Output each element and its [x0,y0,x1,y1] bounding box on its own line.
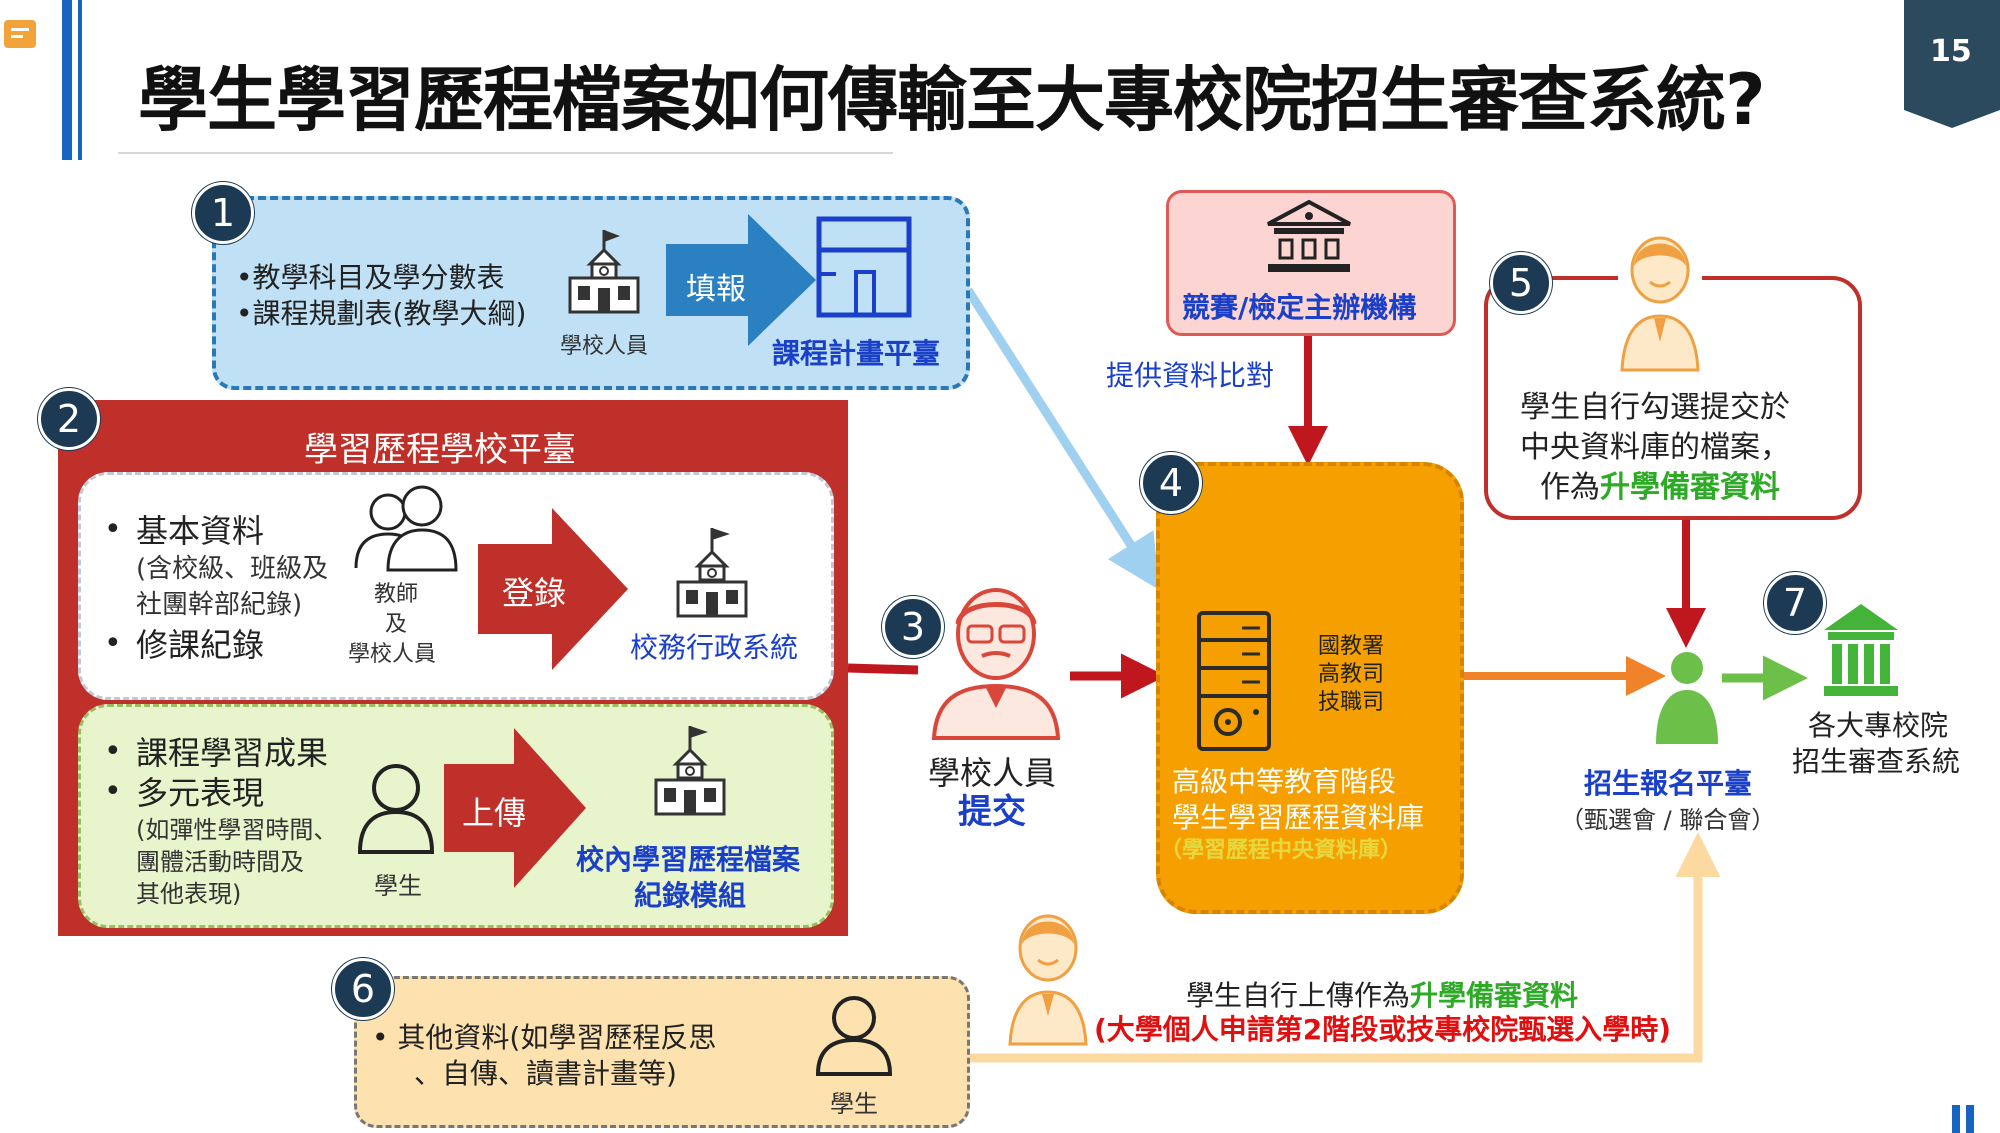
step5-highlight: 升學備審資料 [1600,470,1780,505]
lower-target: 紀錄模組 [634,879,747,912]
upper-item: 修課紀錄 [136,626,265,664]
lower-action: 上傳 [462,794,527,832]
lower-item: 課程學習成果 [136,734,329,772]
upper-item-detail: 社團幹部紀錄) [136,590,303,620]
step3-action: 提交 [958,792,1026,832]
platform-window-icon [816,216,912,318]
corner-bar [1952,1105,1960,1133]
applicant-icon [1656,652,1718,744]
fill-arrow [666,214,816,346]
database-name: 學生學習歷程資料庫 [1172,801,1425,834]
upper-actor: 及 [385,612,408,637]
step3-actor: 學校人員 [928,754,1057,792]
university-icon [1824,604,1898,696]
database-subname: （學習歷程中央資料庫） [1160,838,1403,863]
title-underline [118,152,893,154]
step1-target: 課程計畫平臺 [772,337,941,370]
lower-item-detail: 其他表現) [136,880,242,908]
title-accent-bar [62,0,72,160]
upper-actor: 教師 [374,582,419,607]
agency: 技職司 [1318,690,1385,715]
student-avatar-icon [1618,232,1702,372]
step6-highlight: 升學備審資料 [1410,979,1579,1012]
agency: 國教署 [1318,634,1385,659]
title-accent-bar-thin [78,0,82,160]
school-icon [676,528,748,618]
step5-line: 作為升學備審資料 [1540,470,1780,505]
school-icon [568,230,640,314]
university-name: 招生審查系統 [1792,745,1961,778]
database-name: 高級中等教育階段 [1172,765,1397,798]
step6-item: • 其他資料(如學習歷程反思 [372,1021,717,1054]
page-title: 學生學習歷程檔案如何傳輸至大專校院招生審查系統? [138,59,1766,141]
bullet: • [104,734,122,769]
step5-line: 中央資料庫的檔案， [1520,430,1790,465]
corner-bar [1966,1105,1974,1133]
upload-arrow [444,728,586,888]
notes-icon[interactable] [4,20,36,48]
teachers-icon [354,485,458,572]
step1-box [212,196,970,390]
competition-label: 提供資料比對 [1106,359,1275,392]
lower-actor: 學生 [374,872,422,900]
step4-badge: 4 [1140,452,1202,514]
central-database-box [1156,462,1464,914]
step1-item: •教學科目及學分數表 [236,261,505,294]
step3-badge: 3 [882,596,944,658]
platform-sub: （甄選會 / 聯合會） [1560,806,1776,834]
step5-badge: 5 [1490,252,1552,314]
register-arrow [478,508,628,670]
step6-actor: 學生 [830,1090,878,1118]
upper-target: 校務行政系統 [630,631,799,664]
student-icon [357,764,435,854]
bullet: • [104,512,122,547]
step1-actor: 學校人員 [560,334,649,359]
staff-person-icon [931,588,1061,740]
step1-action: 填報 [686,272,746,307]
step7-badge: 7 [1764,572,1826,634]
bullet: • [104,774,122,809]
step6-condition: (大學個人申請第2階段或技專校院甄選入學時) [1094,1013,1672,1046]
lower-item: 多元表現 [136,774,265,812]
platform-name: 招生報名平臺 [1584,767,1753,800]
lower-item-detail: 團體活動時間及 [136,848,304,876]
step6-upload-text: 學生自行上傳作為升學備審資料 [1186,979,1579,1012]
agency: 高教司 [1318,662,1385,687]
upper-action: 登錄 [502,574,567,612]
step5-line: 學生自行勾選提交於 [1520,390,1790,425]
institution-icon [1267,199,1351,272]
lower-item-detail: (如彈性學習時間、 [136,816,338,844]
step1-item: •課程規劃表(教學大綱) [236,297,527,330]
upper-item-detail: (含校級、班級及 [136,554,329,584]
step6-item: 、自傳、讀書計畫等) [414,1057,677,1090]
competition-name: 競賽/檢定主辦機構 [1182,291,1417,324]
step2-header: 學習歷程學校平臺 [304,430,576,470]
step1-badge: 1 [192,182,254,244]
bullet: • [104,626,122,661]
upper-item: 基本資料 [136,512,265,550]
step2-badge: 2 [38,388,100,450]
student-icon [815,996,893,1076]
school-icon [654,726,726,816]
university-name: 各大專校院 [1808,709,1949,742]
page-number: 15 [1930,34,1972,69]
page-number-badge [1904,0,2000,128]
lower-target: 校內學習歷程檔案 [576,843,801,876]
step6-badge: 6 [332,958,394,1020]
student-avatar-icon [1008,914,1088,1046]
server-icon [1197,611,1271,751]
upper-actor: 學校人員 [348,642,437,667]
